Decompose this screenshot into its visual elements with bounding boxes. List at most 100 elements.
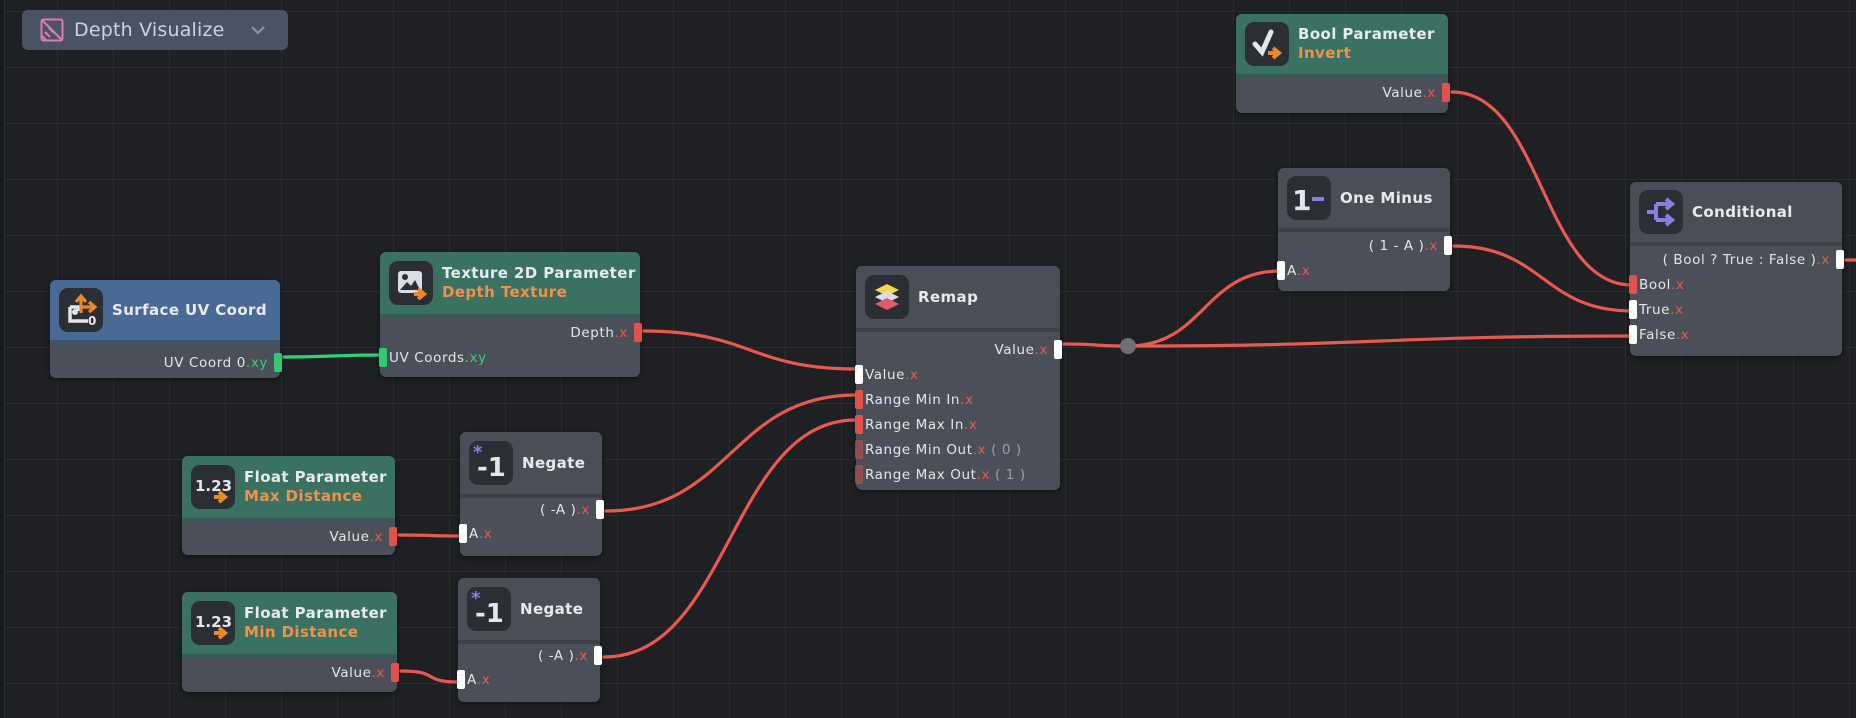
uv-coord-icon: 0 — [59, 288, 103, 332]
output-port[interactable] — [596, 500, 604, 519]
port-suffix: .x — [369, 529, 383, 545]
port-suffix: .x — [1034, 342, 1048, 358]
node-float-parameter-max-distance[interactable]: 1.23 Float Parameter Max Distance Value.… — [182, 456, 397, 555]
input-port[interactable] — [855, 390, 863, 409]
output-port[interactable] — [634, 323, 642, 342]
port-suffix: .x — [972, 442, 987, 458]
node-float-parameter-min-distance[interactable]: 1.23 Float Parameter Min Distance Value.… — [182, 592, 399, 692]
node-title: Negate — [522, 453, 586, 472]
node-negate-2[interactable]: * -1 Negate ( -A ).x A.x — [457, 578, 602, 702]
node-remap[interactable]: Remap Value.x Value.x Range Min In.x Ran… — [855, 266, 1062, 490]
port-label: Range Max In — [865, 417, 965, 433]
input-range-max-in[interactable]: Range Max In.x — [855, 415, 978, 435]
output-value[interactable]: Value.x — [331, 663, 399, 683]
output-value[interactable]: Value.x — [329, 527, 397, 547]
reroute-dot[interactable] — [1120, 338, 1136, 354]
input-port[interactable] — [1277, 261, 1285, 280]
node-surface-uv-coord[interactable]: 0 Surface UV Coord UV Coord 0.xy — [50, 280, 282, 378]
output-uv-coord-0[interactable]: UV Coord 0.xy — [163, 353, 282, 373]
port-suffix: .x — [576, 502, 590, 518]
port-label: ( Bool ? True : False ) — [1662, 252, 1817, 268]
chevron-down-icon[interactable] — [250, 22, 266, 38]
port-label: ( -A ) — [537, 648, 575, 664]
node-subtitle: Max Distance — [244, 487, 363, 505]
output-port[interactable] — [1444, 236, 1452, 255]
port-suffix: .x — [371, 665, 385, 681]
input-true[interactable]: True.x — [1629, 300, 1684, 320]
node-title: Bool Parameter — [1298, 25, 1435, 43]
port-label: False — [1639, 327, 1676, 343]
node-texture-2d-parameter[interactable]: Texture 2D Parameter Depth Texture Depth… — [379, 252, 642, 377]
input-false[interactable]: False.x — [1629, 325, 1689, 345]
output-port[interactable] — [274, 353, 282, 372]
input-a[interactable]: A.x — [457, 670, 491, 690]
node-title: Float Parameter — [244, 468, 387, 486]
node-subtitle: Depth Texture — [442, 283, 568, 301]
port-label: A — [467, 672, 477, 688]
output-negated[interactable]: ( -A ).x — [537, 646, 602, 666]
port-suffix: .x — [1816, 252, 1830, 268]
node-title: Negate — [520, 599, 584, 618]
output-port[interactable] — [594, 646, 602, 665]
input-port[interactable] — [1629, 300, 1637, 319]
port-suffix: .x — [478, 526, 493, 542]
output-result[interactable]: ( Bool ? True : False ).x — [1662, 250, 1844, 270]
port-label: ( 1 - A ) — [1368, 238, 1425, 254]
input-a[interactable]: A.x — [459, 524, 493, 544]
port-label: True — [1639, 302, 1671, 318]
input-range-max-out[interactable]: Range Max Out.x( 1 ) — [855, 465, 1026, 485]
output-port[interactable] — [1836, 250, 1844, 269]
input-uv-coords[interactable]: UV Coords.xy — [379, 348, 487, 368]
port-label: Depth — [570, 325, 615, 341]
input-port[interactable] — [379, 348, 387, 367]
output-port[interactable] — [391, 663, 399, 682]
port-label: Value — [994, 342, 1035, 358]
port-label: A — [469, 526, 479, 542]
svg-text:0: 0 — [88, 314, 96, 327]
port-suffix: .x — [1670, 302, 1684, 318]
texture-graph-icon — [40, 18, 64, 42]
svg-text:-1: -1 — [477, 453, 506, 483]
float-parameter-icon: 1.23 — [191, 601, 235, 645]
output-port[interactable] — [1442, 83, 1450, 102]
svg-text:1.23: 1.23 — [195, 613, 232, 631]
port-suffix: .x — [476, 672, 491, 688]
graph-title-dropdown[interactable]: Depth Visualize — [22, 10, 288, 50]
input-bool[interactable]: Bool.x — [1629, 275, 1684, 295]
input-port[interactable] — [855, 465, 863, 484]
output-port[interactable] — [1054, 340, 1062, 359]
input-port[interactable] — [459, 524, 467, 543]
input-port[interactable] — [1629, 325, 1637, 344]
canvas-left-border — [0, 0, 5, 718]
input-port[interactable] — [457, 670, 465, 689]
input-port[interactable] — [855, 440, 863, 459]
texture-parameter-icon — [389, 261, 433, 305]
output-port[interactable] — [389, 527, 397, 546]
node-bool-parameter-invert[interactable]: Bool Parameter Invert Value.x — [1236, 14, 1450, 113]
node-conditional[interactable]: Conditional ( Bool ? True : False ).x Bo… — [1629, 182, 1844, 356]
output-value[interactable]: Value.x — [994, 340, 1062, 360]
input-port[interactable] — [855, 415, 863, 434]
svg-text:1.23: 1.23 — [195, 477, 232, 495]
port-label: A — [1287, 263, 1297, 279]
port-label: Range Min In — [865, 392, 961, 408]
node-negate-1[interactable]: * -1 Negate ( -A ).x A.x — [459, 432, 604, 556]
branch-icon — [1639, 190, 1683, 234]
output-negated[interactable]: ( -A ).x — [539, 500, 604, 520]
port-suffix: .x — [574, 648, 588, 664]
float-parameter-icon: 1.23 — [191, 465, 235, 509]
input-value[interactable]: Value.x — [855, 365, 919, 385]
output-one-minus[interactable]: ( 1 - A ).x — [1368, 236, 1452, 256]
port-label: ( -A ) — [539, 502, 577, 518]
node-title: Conditional — [1692, 202, 1793, 221]
output-depth[interactable]: Depth.x — [570, 323, 642, 343]
output-value[interactable]: Value.x — [1382, 83, 1450, 103]
input-range-min-out[interactable]: Range Min Out.x( 0 ) — [855, 440, 1022, 460]
input-port[interactable] — [855, 365, 863, 384]
input-range-min-in[interactable]: Range Min In.x — [855, 390, 974, 410]
port-label: UV Coords — [389, 350, 465, 366]
input-port[interactable] — [1629, 275, 1637, 294]
node-one-minus[interactable]: 1 One Minus ( 1 - A ).x A.x — [1277, 168, 1452, 291]
port-label: UV Coord 0 — [163, 355, 246, 371]
input-a[interactable]: A.x — [1277, 261, 1310, 281]
